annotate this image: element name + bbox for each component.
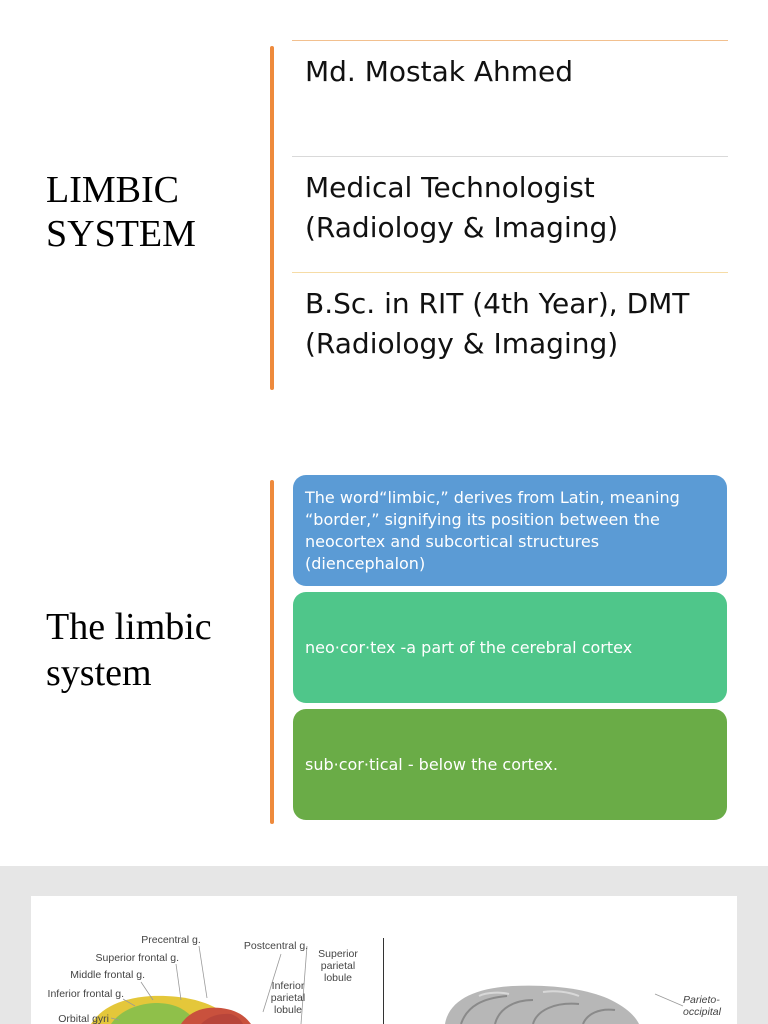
label-postcentral: Postcentral g. <box>243 940 309 952</box>
accent-divider <box>270 46 274 390</box>
label-parieto-occipital: Parieto- occipital <box>683 994 721 1018</box>
brain-diagram-slide: Precentral g. Superior frontal g. Middle… <box>31 896 737 1024</box>
definition-card-subcortical: sub·cor·tical - below the cortex. <box>293 709 727 820</box>
middle-rule <box>292 156 728 157</box>
label-orbital: Orbital gyri <box>58 1013 109 1024</box>
author-role: Medical Technologist (Radiology & Imagin… <box>305 171 619 244</box>
definition-slide: The limbic system The word“limbic,” deri… <box>0 440 768 860</box>
accent-divider <box>270 480 274 824</box>
label-inferior-frontal: Inferior frontal g. <box>47 988 124 1000</box>
definition-card-neocortex: neo·cor·tex -a part of the cerebral cort… <box>293 592 727 703</box>
label-superior-parietal: Superior parietal lobule <box>318 948 358 984</box>
author-name: Md. Mostak Ahmed <box>305 55 574 88</box>
definition-card-limbic: The word“limbic,” derives from Latin, me… <box>293 475 727 586</box>
author-degree: B.Sc. in RIT (4th Year), DMT (Radiology … <box>305 287 690 360</box>
title-slide: LIMBIC SYSTEM Md. Mostak Ahmed Medical T… <box>0 0 768 430</box>
label-inferior-parietal: Inferior parietal lobule <box>270 980 306 1016</box>
slide-title: LIMBIC SYSTEM <box>46 169 196 255</box>
brain-lateral-illustration <box>91 945 308 1024</box>
brain-gray-illustration <box>445 985 684 1024</box>
label-precentral: Precentral g. <box>141 934 201 946</box>
panel-divider <box>383 938 384 1024</box>
label-superior-frontal: Superior frontal g. <box>95 952 179 964</box>
label-middle-frontal: Middle frontal g. <box>70 969 145 981</box>
slide-title: The limbic system <box>46 606 212 694</box>
top-rule <box>292 40 728 41</box>
lower-rule <box>292 272 728 273</box>
